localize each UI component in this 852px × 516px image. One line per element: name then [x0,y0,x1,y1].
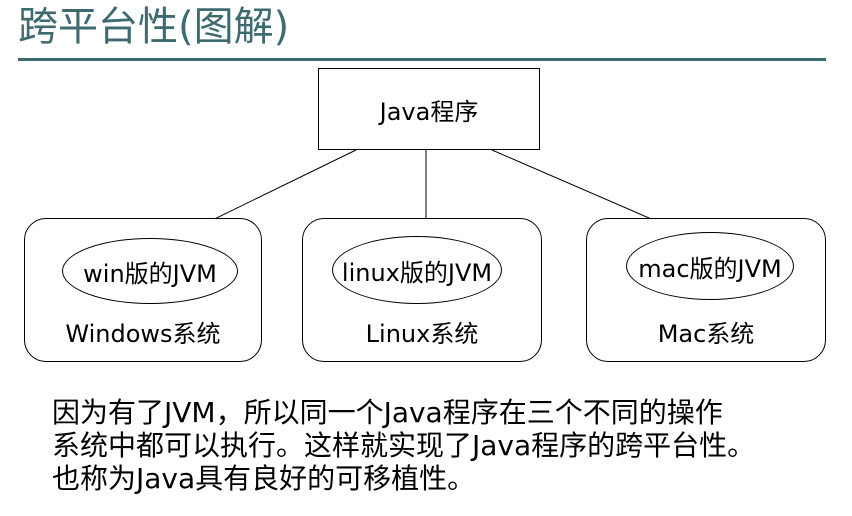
mac-jvm-label: mac版的JVM [638,254,782,283]
mac-jvm-ellipse: mac版的JVM [626,232,794,300]
mac-os-box: Mac系统 [586,218,826,362]
caption-paragraph: 因为有了JVM，所以同一个Java程序在三个不同的操作 系统中都可以执行。这样就… [52,396,842,495]
java-program-box: Java程序 [318,68,540,150]
caption-line-3: 也称为Java具有良好的可移植性。 [52,462,476,495]
title-divider [18,58,826,61]
caption-line-2: 系统中都可以执行。这样就实现了Java程序的跨平台性。 [52,429,756,462]
java-program-label: Java程序 [379,97,479,126]
windows-os-label: Windows系统 [65,320,221,348]
caption-line-1: 因为有了JVM，所以同一个Java程序在三个不同的操作 [52,396,723,429]
linux-os-label: Linux系统 [365,320,479,348]
slide-title: 跨平台性(图解) [18,4,290,50]
win-jvm-ellipse: win版的JVM [62,238,238,304]
linux-jvm-label: linux版的JVM [341,258,493,287]
mac-os-label: Mac系统 [657,320,755,348]
win-jvm-label: win版的JVM [83,259,217,288]
linux-jvm-ellipse: linux版的JVM [332,236,502,304]
